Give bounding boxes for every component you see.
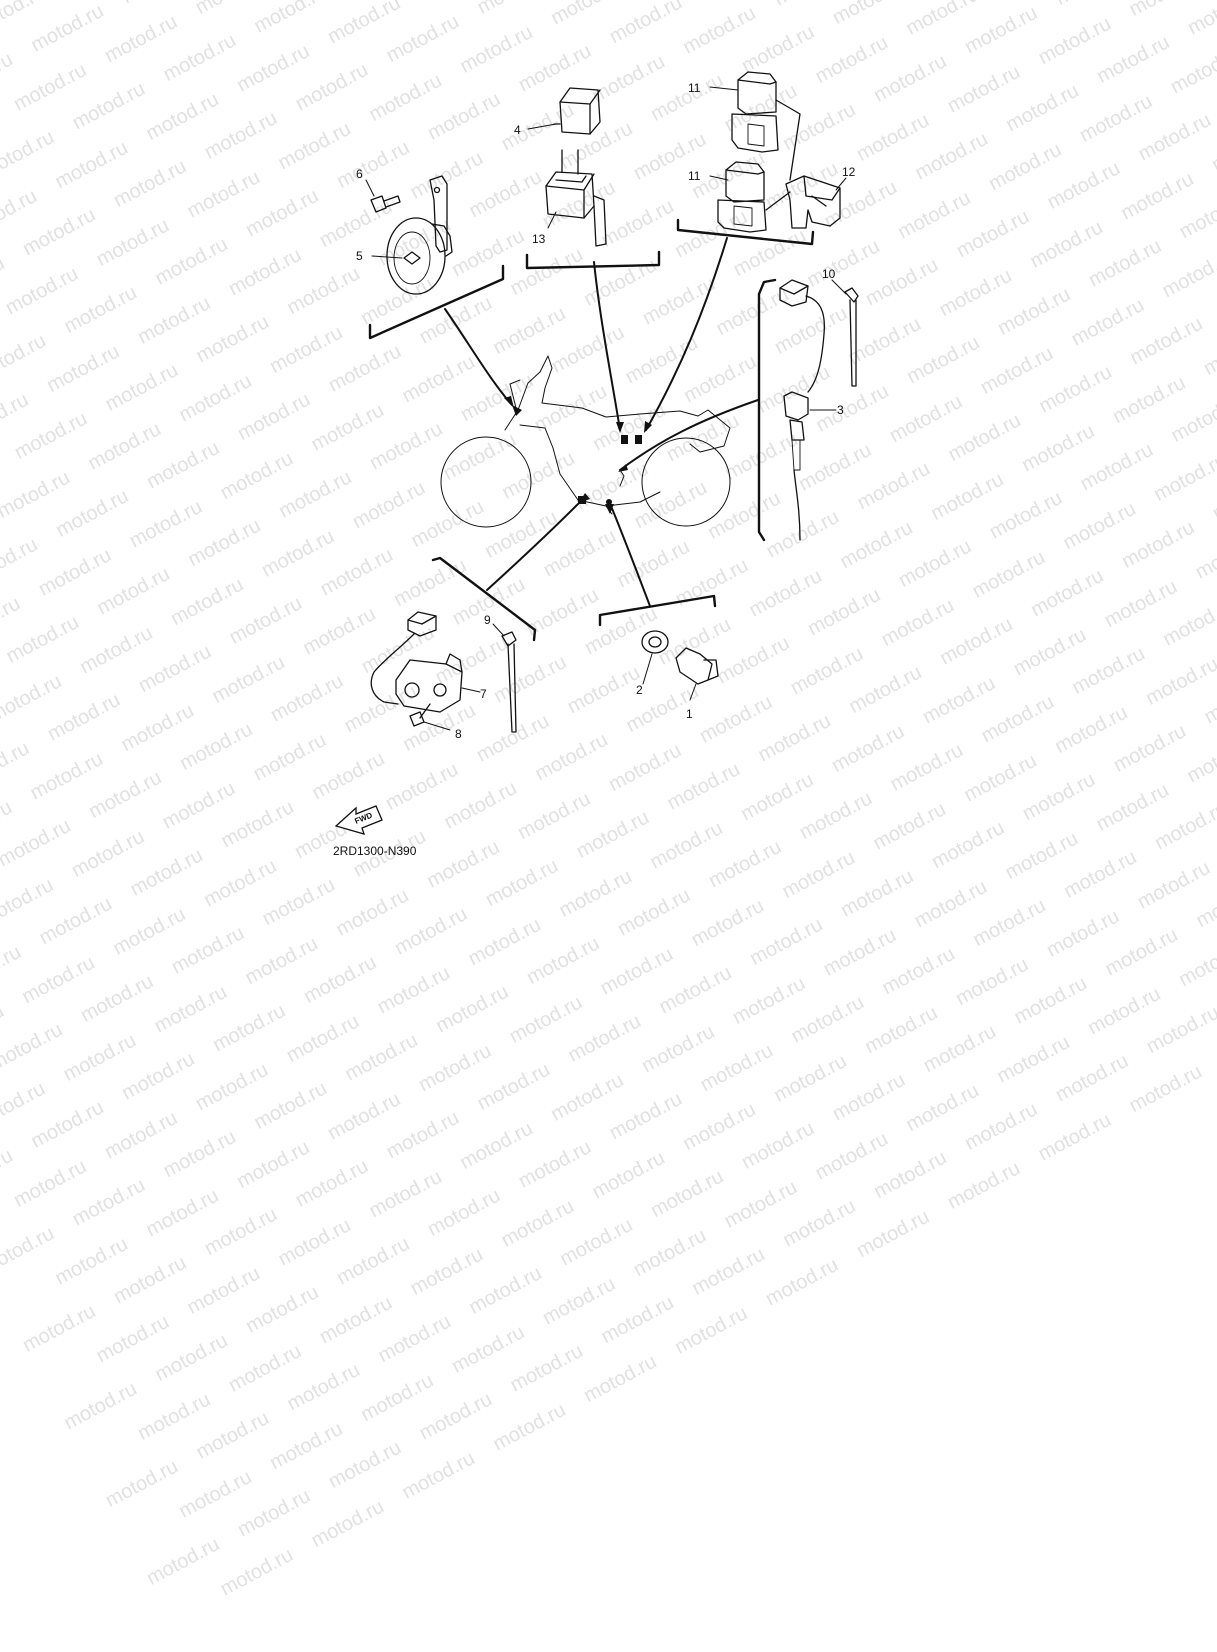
callout-labels: 1 2 3 4 5 6 7 8 9 10 11 11 12 13 xyxy=(356,81,856,741)
horn-part-5 xyxy=(386,175,453,295)
leader-lines xyxy=(444,237,759,607)
bolt-part-6 xyxy=(370,195,401,213)
callout-11-upper: 11 xyxy=(688,81,701,95)
callout-leaders xyxy=(365,86,847,731)
callout-1: 1 xyxy=(686,707,693,721)
callout-10: 10 xyxy=(822,267,836,281)
neutral-switch-group-bracket xyxy=(598,594,717,627)
callout-11-lower: 11 xyxy=(688,169,701,183)
relay-location-mark xyxy=(621,435,628,444)
horn-location-mark xyxy=(512,405,522,416)
callout-3: 3 xyxy=(837,403,844,417)
relay-holder-part-13 xyxy=(545,149,607,247)
horn-group-bracket xyxy=(368,264,505,340)
motorcycle-outline xyxy=(440,355,731,528)
callout-8: 8 xyxy=(455,727,462,741)
relay-part-11-upper xyxy=(731,71,801,181)
leader-sensor xyxy=(619,399,759,471)
relay-unit-group-bracket xyxy=(676,218,815,246)
starter-relay-part-7 xyxy=(370,611,463,713)
callout-13: 13 xyxy=(532,232,546,246)
callout-9: 9 xyxy=(484,613,491,627)
starter-relay-group-bracket xyxy=(431,556,537,642)
leader-relay-4 xyxy=(593,261,621,431)
switch-location-mark xyxy=(606,499,612,505)
leader-arrowheads xyxy=(504,396,652,514)
cable-tie-part-10 xyxy=(844,287,859,387)
fwd-arrow: FWD xyxy=(334,805,383,835)
relay-part-11-lower xyxy=(717,161,791,233)
leader-relay-11 xyxy=(645,237,728,431)
relay-group-bracket xyxy=(525,250,661,270)
callout-2: 2 xyxy=(636,683,643,697)
washer-part-2 xyxy=(641,630,669,654)
bracket-part-12 xyxy=(785,175,841,229)
cable-tie-part-9 xyxy=(501,631,517,733)
sensor-part-3 xyxy=(779,279,826,541)
callout-7: 7 xyxy=(480,687,487,701)
neutral-switch-part-1 xyxy=(675,647,719,685)
callout-4: 4 xyxy=(514,123,521,137)
group-brackets xyxy=(368,218,815,642)
leader-horn xyxy=(444,308,513,406)
callout-6: 6 xyxy=(356,167,363,181)
leader-neutral-switch xyxy=(610,505,651,607)
sensor-group-bracket xyxy=(757,278,777,542)
leader-starter-relay xyxy=(486,503,579,591)
relay-location-mark xyxy=(635,435,642,444)
relay-part-4 xyxy=(553,87,601,135)
callout-5: 5 xyxy=(356,249,363,263)
part-code: 2RD1300-N390 xyxy=(333,844,417,858)
callout-12: 12 xyxy=(842,165,856,179)
exploded-parts-diagram: 1 2 3 4 5 6 7 8 9 10 11 11 12 13 FWD 2RD… xyxy=(333,71,859,858)
